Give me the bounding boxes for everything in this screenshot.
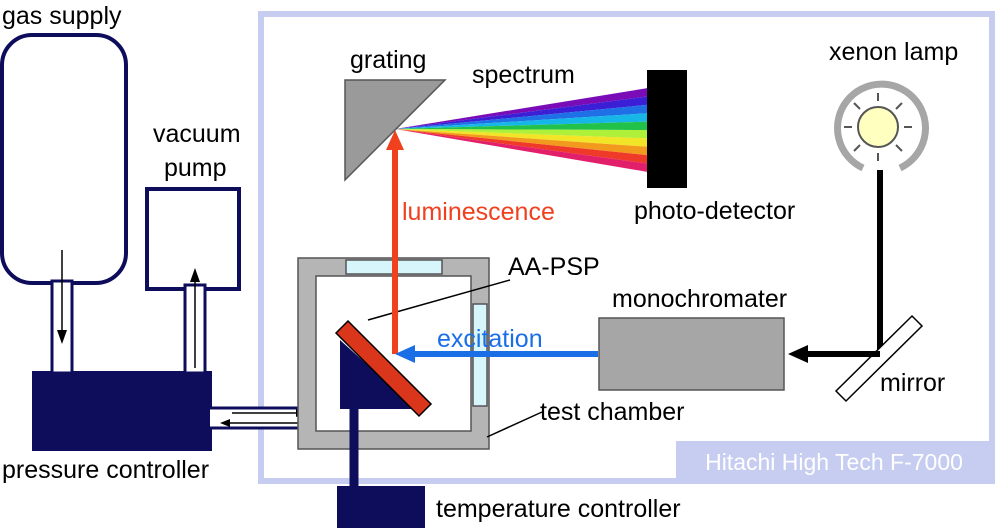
xenon-lamp-label: xenon lamp (829, 38, 958, 66)
aa-psp-leader (367, 279, 511, 321)
vacuum-pump-label-line1: vacuum (153, 120, 241, 148)
spectrum-band (395, 88, 648, 129)
gas-supply-tube (50, 250, 74, 375)
luminescence-arrow (386, 130, 404, 354)
vacuum-pump-tube (183, 268, 207, 375)
mirror-to-monochromater-beam (788, 345, 880, 363)
pressure-controller-box (32, 371, 212, 451)
spectrum-band (395, 129, 648, 156)
mirror (834, 314, 924, 403)
test-chamber-leader (486, 411, 543, 438)
aa-psp-label: AA-PSP (508, 253, 600, 281)
spectrum-band (395, 113, 648, 129)
excitation-arrow (395, 345, 598, 363)
excitation-label: excitation (437, 325, 543, 353)
spectrum-band (395, 104, 648, 129)
grating-label: grating (350, 46, 426, 74)
temperature-controller-label: temperature controller (436, 495, 681, 523)
gas-supply-label: gas supply (2, 2, 122, 30)
spectrum-fan (395, 88, 648, 172)
pressure-controller-label: pressure controller (2, 456, 209, 484)
instrument-label: Hitachi High Tech F-7000 (705, 449, 963, 475)
lamp-bulb-icon (857, 106, 899, 148)
xenon-lamp (834, 80, 929, 172)
spectrum-band (395, 129, 648, 172)
monochromater-box (598, 317, 785, 391)
vacuum-pump-label-line2: pump (164, 154, 227, 182)
test-chamber-label: test chamber (540, 398, 685, 426)
spectrum-band (395, 121, 648, 130)
instrument-enclosure (258, 11, 995, 484)
monochromater-label: monochromater (612, 285, 787, 313)
photo-detector-label: photo-detector (634, 197, 795, 225)
temperature-controller-box (337, 486, 425, 528)
instrument-label-box (676, 441, 992, 481)
luminescence-label: luminescence (402, 198, 555, 226)
aa-psp-sample (334, 319, 433, 418)
gas-supply-tank (0, 33, 128, 285)
spectrum-band (395, 129, 648, 147)
lamp-rays (844, 93, 912, 161)
grating (344, 79, 447, 182)
spectrum-label: spectrum (472, 61, 575, 89)
photo-detector (647, 70, 687, 188)
mirror-label: mirror (880, 369, 945, 397)
spectrum-band (395, 96, 648, 129)
